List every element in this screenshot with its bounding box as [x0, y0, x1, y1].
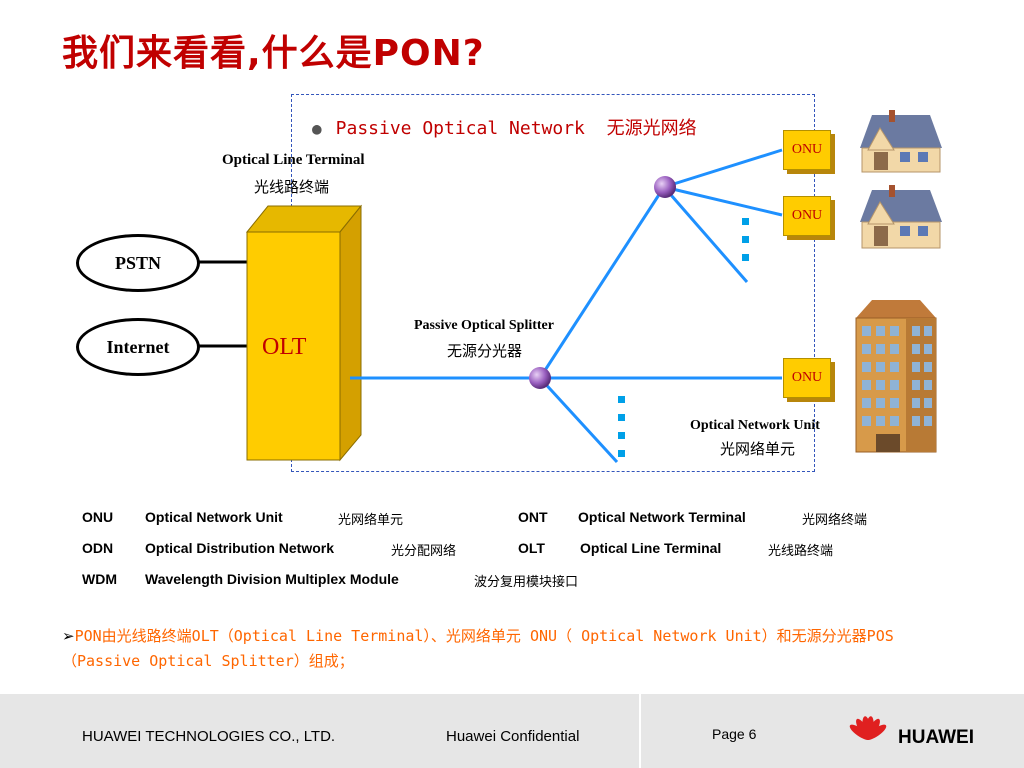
fiber-splitter-branch [538, 376, 619, 464]
summary-text: PON由光线路终端OLT（Optical Line Terminal）、光网络单… [62, 627, 894, 670]
onu-label-zh: 光网络单元 [720, 440, 796, 458]
olt-label-zh: 光线路终端 [254, 178, 330, 196]
onu-label-en: Optical Network Unit [690, 418, 820, 433]
fiber-upper-branch [662, 186, 749, 283]
slide-title: 我们来看看,什么是PON? [62, 33, 485, 74]
legend-row-1: ONU Optical Network Unit 光网络单元 ONT Optic… [82, 509, 942, 529]
building-icon [855, 300, 937, 453]
fiber-splitter-uplink [538, 186, 666, 379]
legend-en: Optical Line Terminal [580, 540, 722, 556]
huawei-logo-text: HUAWEI [898, 727, 974, 748]
huawei-logo-icon [849, 716, 887, 740]
legend-abbr: ODN [82, 540, 114, 556]
onu-unit-1: ONU [783, 130, 831, 170]
olt-label-en: Optical Line Terminal [222, 152, 365, 169]
olt-label-en-text: Optical Line Terminal [222, 152, 365, 168]
legend-abbr: WDM [82, 571, 117, 587]
splitter-lower-icon [529, 367, 551, 389]
olt-front-face [246, 231, 341, 461]
legend-row-2: ODN Optical Distribution Network 光分配网络 O… [82, 540, 942, 560]
legend-zh: 光网络终端 [802, 513, 868, 528]
dots-upper [742, 218, 749, 225]
pstn-node: PSTN [76, 234, 200, 292]
summary-paragraph: ➢PON由光线路终端OLT（Optical Line Terminal）、光网络… [62, 624, 967, 674]
splitter-upper-icon [654, 176, 676, 198]
splitter-label-zh: 无源分光器 [447, 342, 523, 360]
olt-side-face [339, 204, 362, 462]
legend-abbr: ONT [518, 509, 548, 525]
legend-zh: 波分复用模块接口 [474, 575, 579, 590]
splitter-label-en: Passive Optical Splitter [414, 318, 554, 333]
house-icon-2 [860, 185, 942, 249]
arrow-bullet-icon: ➢ [62, 627, 75, 645]
footer-confidential: Huawei Confidential [446, 728, 580, 745]
onu-unit-3: ONU [783, 358, 831, 398]
legend-en: Optical Network Unit [145, 509, 283, 525]
footer-company: HUAWEI TECHNOLOGIES CO., LTD. [82, 728, 336, 745]
legend-abbr: ONU [82, 509, 114, 525]
fiber-upper-onu2 [663, 185, 783, 217]
legend-en: Optical Distribution Network [145, 540, 335, 556]
footer-page-number: Page 6 [712, 726, 757, 742]
internet-node: Internet [76, 318, 200, 376]
legend-en: Wavelength Division Multiplex Module [145, 571, 399, 587]
onu-unit-2: ONU [783, 196, 831, 236]
legend-zh: 光网络单元 [338, 513, 404, 528]
olt-box-text: OLT [262, 334, 307, 360]
legend-zh: 光线路终端 [768, 544, 834, 559]
bullet-pon-en: Passive Optical Network [335, 118, 585, 139]
fiber-upper-onu1 [663, 148, 783, 189]
bullet-pon-zh: 无源光网络 [606, 118, 697, 139]
legend-en: Optical Network Terminal [578, 509, 746, 525]
bullet-dot-icon: ● [312, 119, 322, 138]
legend-abbr: OLT [518, 540, 545, 556]
dots-lower [618, 396, 625, 403]
legend-row-3: WDM Wavelength Division Multiplex Module… [82, 571, 942, 591]
bullet-pon: ● Passive Optical Network 无源光网络 [312, 114, 697, 140]
house-icon-1 [860, 110, 942, 173]
legend-zh: 光分配网络 [391, 544, 457, 559]
